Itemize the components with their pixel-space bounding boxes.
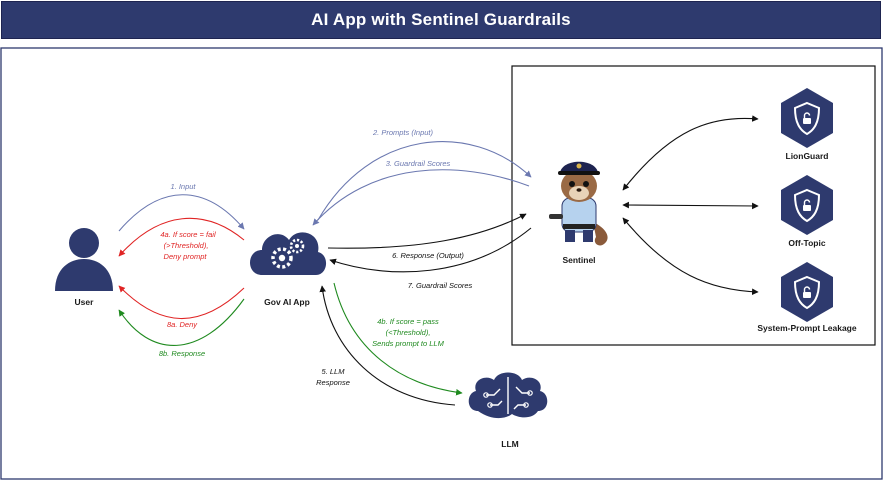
lionguard-label: LionGuard — [786, 151, 829, 161]
system-prompt-leakage-shield-icon — [781, 262, 833, 322]
user-label: User — [75, 297, 95, 307]
title-bar: AI App with Sentinel Guardrails — [1, 1, 881, 39]
system-prompt-leakage-label: System-Prompt Leakage — [757, 323, 856, 333]
sentinel-label: Sentinel — [562, 255, 595, 265]
arrow-llm-response — [319, 285, 456, 406]
arrow-sentinel-lionguard — [622, 115, 759, 191]
outer-frame — [0, 47, 883, 480]
flow-label-guardrail-scores-7: 7. Guardrail Scores — [408, 281, 473, 290]
arrow-guardrail-scores-3 — [312, 169, 530, 226]
gov-app-label: Gov AI App — [264, 297, 310, 307]
arrow-input — [118, 194, 245, 232]
flow-label-fail-3: Deny prompt — [164, 252, 208, 261]
arrow-response-8b — [118, 298, 245, 346]
llm-brain-circuit-icon — [468, 372, 548, 419]
flow-label-input: 1. Input — [170, 182, 196, 191]
arrow-sentinel-off-topic — [622, 201, 759, 210]
off-topic-shield-icon — [781, 175, 833, 235]
arrow-response-output — [327, 213, 527, 249]
arrow-deny-prompt — [118, 217, 245, 257]
flow-label-response-output: 6. Response (Output) — [392, 251, 464, 260]
flow-label-fail-2: (>Threshold), — [164, 241, 209, 250]
arrow-send-to-llm — [333, 282, 463, 396]
flow-label-llm-response-1: 5. LLM — [322, 367, 346, 376]
llm-label: LLM — [501, 439, 518, 449]
user-icon — [55, 228, 113, 291]
arrow-sentinel-system-prompt-leakage — [622, 217, 759, 296]
flow-label-pass-1: 4b. If score = pass — [377, 317, 439, 326]
flow-label-prompts: 2. Prompts (Input) — [372, 128, 434, 137]
arrow-prompts — [317, 141, 532, 221]
sentinel-box — [511, 65, 876, 346]
flow-label-guardrail-scores-3: 3. Guardrail Scores — [386, 159, 451, 168]
flow-label-pass-3: Sends prompt to LLM — [372, 339, 444, 348]
arrow-guardrail-scores-7 — [329, 227, 532, 273]
flow-label-response-8b: 8b. Response — [159, 349, 205, 358]
flow-label-llm-response-2: Response — [316, 378, 350, 387]
page-title: AI App with Sentinel Guardrails — [311, 10, 571, 29]
sentinel-otter-icon — [549, 161, 608, 246]
lionguard-shield-icon — [781, 88, 833, 148]
flow-label-fail-1: 4a. If score = fail — [160, 230, 216, 239]
flow-label-pass-2: (<Threshold), — [386, 328, 431, 337]
gov-app-cloud-gears-icon — [250, 232, 327, 275]
off-topic-label: Off-Topic — [788, 238, 825, 248]
flow-label-deny: 8a. Deny — [167, 320, 198, 329]
arrow-deny — [118, 285, 245, 319]
